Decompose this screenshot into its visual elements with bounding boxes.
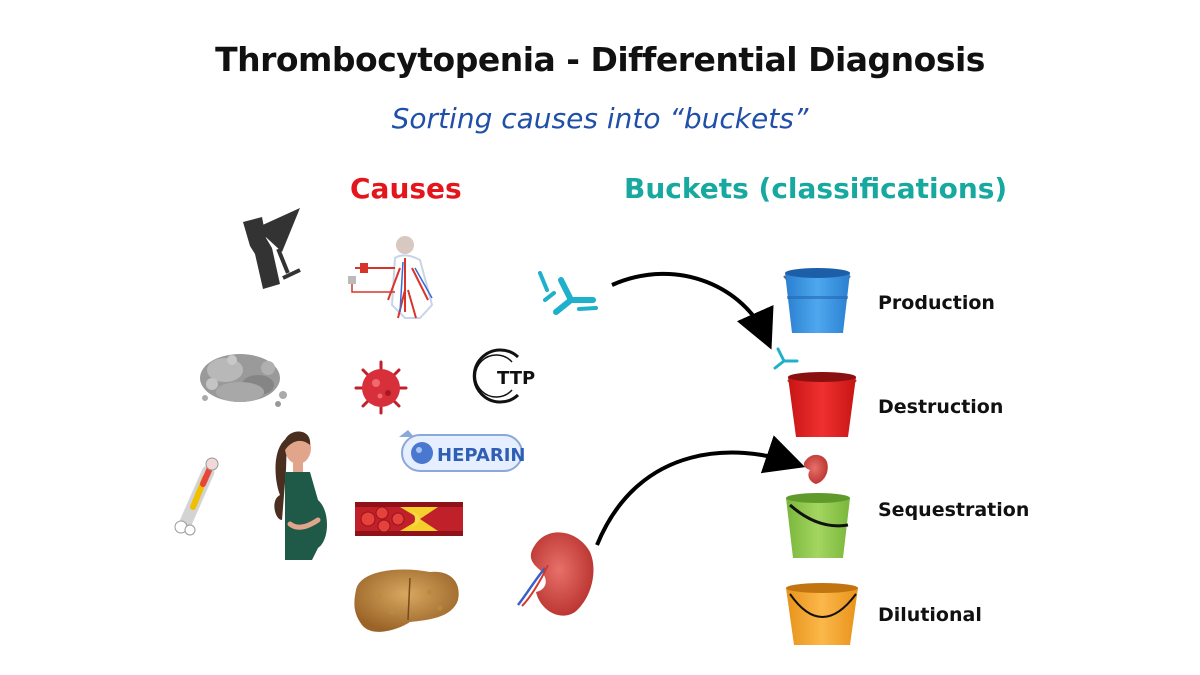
arrow-to-destruction bbox=[611, 271, 774, 350]
bucket-label-dilutional: Dilutional bbox=[878, 604, 982, 626]
spleen-icon bbox=[517, 532, 594, 616]
pregnancy-icon bbox=[274, 431, 327, 560]
bone-marrow-tumor-icon bbox=[200, 354, 287, 407]
antibody-icon bbox=[538, 271, 598, 315]
bucket-label-sequestration: Sequestration bbox=[878, 499, 1030, 521]
bucket-label-destruction: Destruction bbox=[878, 396, 1004, 418]
bucket-label-production: Production bbox=[878, 292, 995, 314]
bucket-sequestration-icon bbox=[786, 493, 850, 558]
antibody-small-icon bbox=[773, 347, 799, 370]
blood-vessel-icon bbox=[355, 502, 463, 536]
liver-icon bbox=[354, 569, 459, 632]
heparin-icon: HEPARIN bbox=[399, 430, 525, 472]
circulation-icon bbox=[348, 236, 434, 319]
bucket-destruction-icon bbox=[787, 372, 857, 437]
virus-icon bbox=[354, 360, 408, 415]
causes-heading: Causes bbox=[350, 172, 462, 205]
ttp-label: TTP bbox=[497, 368, 535, 389]
spleen-small-icon bbox=[803, 454, 828, 484]
page-title: Thrombocytopenia - Differential Diagnosi… bbox=[215, 40, 985, 79]
bone-icon bbox=[174, 457, 219, 536]
alcohol-icon bbox=[243, 208, 301, 289]
bucket-production-icon bbox=[783, 268, 851, 333]
page-subtitle: Sorting causes into “buckets” bbox=[391, 102, 809, 135]
buckets-heading: Buckets (classifications) bbox=[624, 172, 1008, 205]
bucket-dilutional-icon bbox=[786, 583, 858, 645]
ttp-icon: TTP bbox=[472, 348, 535, 404]
heparin-label: HEPARIN bbox=[437, 445, 525, 466]
arrow-to-sequestration bbox=[595, 435, 806, 546]
